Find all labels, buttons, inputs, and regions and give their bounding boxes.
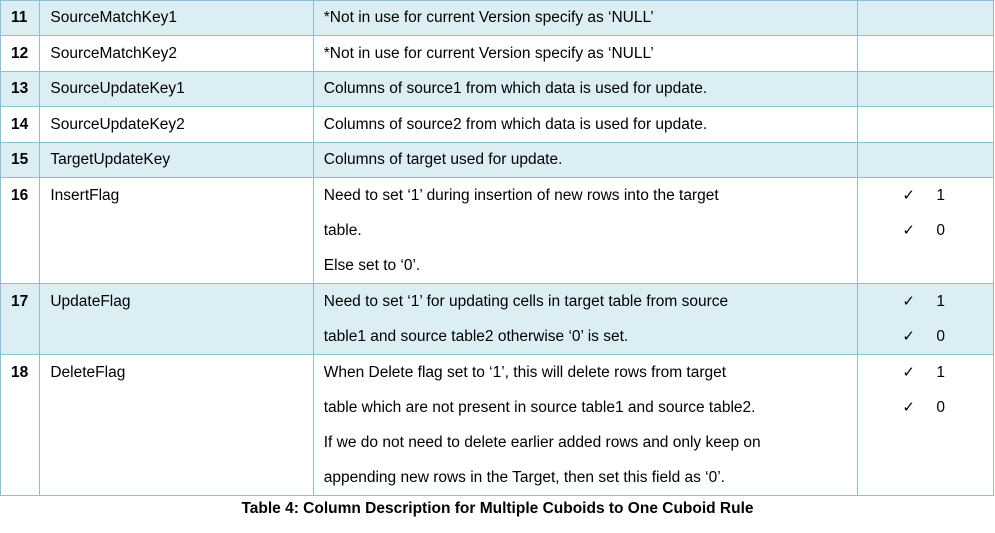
- description-line: *Not in use for current Version specify …: [323, 45, 654, 62]
- description-line: Else set to ‘0’.: [323, 257, 421, 274]
- description-line: table which are not present in source ta…: [323, 399, 756, 416]
- column-description: Columns of source1 from which data is us…: [312, 71, 859, 107]
- description-line: Columns of source2 from which data is us…: [323, 116, 708, 133]
- column-description-table: 11 SourceMatchKey1 *Not in use for curre…: [0, 0, 994, 496]
- value-label: 0: [936, 222, 945, 239]
- table-row: 16 InsertFlag Need to set ‘1’ during ins…: [0, 177, 994, 284]
- row-number: 14: [0, 106, 41, 143]
- value-option: ✓ 1: [868, 179, 983, 214]
- column-description: Need to set ‘1’ during insertion of new …: [312, 177, 859, 284]
- description-line: When Delete flag set to ‘1’, this will d…: [323, 364, 727, 381]
- table-row: 17 UpdateFlag Need to set ‘1’ for updati…: [0, 283, 994, 355]
- value-option: ✓ 0: [868, 319, 983, 354]
- checkmark-icon: ✓: [902, 292, 915, 310]
- checkmark-icon: ✓: [902, 186, 915, 204]
- values-cell: ✓ 1 ✓ 0: [857, 177, 994, 284]
- column-name: TargetUpdateKey: [39, 142, 314, 178]
- column-name: SourceUpdateKey1: [39, 71, 314, 107]
- description-line: table1 and source table2 otherwise ‘0’ i…: [323, 328, 629, 345]
- values-cell: [857, 106, 994, 143]
- row-number: 18: [0, 354, 41, 496]
- values-cell: ✓ 1 ✓ 0: [857, 283, 994, 355]
- description-line: Columns of source1 from which data is us…: [323, 80, 708, 97]
- row-number: 16: [0, 177, 41, 284]
- value-label: 0: [936, 328, 945, 345]
- table-row: 12 SourceMatchKey2 *Not in use for curre…: [0, 35, 994, 72]
- table-row: 11 SourceMatchKey1 *Not in use for curre…: [0, 0, 994, 36]
- column-description: Columns of source2 from which data is us…: [312, 106, 859, 143]
- column-name: InsertFlag: [39, 177, 314, 284]
- table-row: 13 SourceUpdateKey1 Columns of source1 f…: [0, 71, 994, 107]
- row-number: 15: [0, 142, 41, 178]
- column-description: When Delete flag set to ‘1’, this will d…: [312, 354, 859, 496]
- checkmark-icon: ✓: [902, 363, 915, 381]
- table-row: 14 SourceUpdateKey2 Columns of source2 f…: [0, 106, 994, 143]
- value-label: 1: [936, 187, 945, 204]
- description-line: table.: [323, 222, 362, 239]
- value-label: 1: [936, 364, 945, 381]
- column-description: Columns of target used for update.: [312, 142, 859, 178]
- description-line: Need to set ‘1’ for updating cells in ta…: [323, 293, 729, 310]
- value-option: ✓ 0: [868, 390, 983, 425]
- values-cell: [857, 0, 994, 36]
- table-row: 18 DeleteFlag When Delete flag set to ‘1…: [0, 354, 994, 496]
- description-line: appending new rows in the Target, then s…: [323, 469, 725, 486]
- row-number: 11: [0, 0, 41, 36]
- table-row: 15 TargetUpdateKey Columns of target use…: [0, 142, 994, 178]
- column-name: SourceUpdateKey2: [39, 106, 314, 143]
- values-cell: [857, 71, 994, 107]
- values-cell: ✓ 1 ✓ 0: [857, 354, 994, 496]
- column-description: *Not in use for current Version specify …: [312, 35, 859, 72]
- value-option: ✓ 0: [868, 213, 983, 248]
- values-cell: [857, 35, 994, 72]
- value-label: 1: [936, 293, 945, 310]
- column-description: *Not in use for current Version specify …: [312, 0, 859, 36]
- description-line: If we do not need to delete earlier adde…: [323, 434, 761, 451]
- checkmark-icon: ✓: [902, 221, 915, 239]
- description-line: Columns of target used for update.: [323, 151, 563, 168]
- row-number: 13: [0, 71, 41, 107]
- column-name: DeleteFlag: [39, 354, 314, 496]
- row-number: 17: [0, 283, 41, 355]
- description-line: Need to set ‘1’ during insertion of new …: [323, 187, 719, 204]
- value-option: ✓ 1: [868, 356, 983, 391]
- row-number: 12: [0, 35, 41, 72]
- column-name: SourceMatchKey1: [39, 0, 314, 36]
- column-description: Need to set ‘1’ for updating cells in ta…: [312, 283, 859, 355]
- checkmark-icon: ✓: [902, 327, 915, 345]
- value-option: ✓ 1: [868, 285, 983, 320]
- table-caption: Table 4: Column Description for Multiple…: [241, 500, 754, 517]
- column-name: UpdateFlag: [39, 283, 314, 355]
- values-cell: [857, 142, 994, 178]
- description-line: *Not in use for current Version specify …: [323, 9, 654, 26]
- value-label: 0: [936, 399, 945, 416]
- column-name: SourceMatchKey2: [39, 35, 314, 72]
- checkmark-icon: ✓: [902, 398, 915, 416]
